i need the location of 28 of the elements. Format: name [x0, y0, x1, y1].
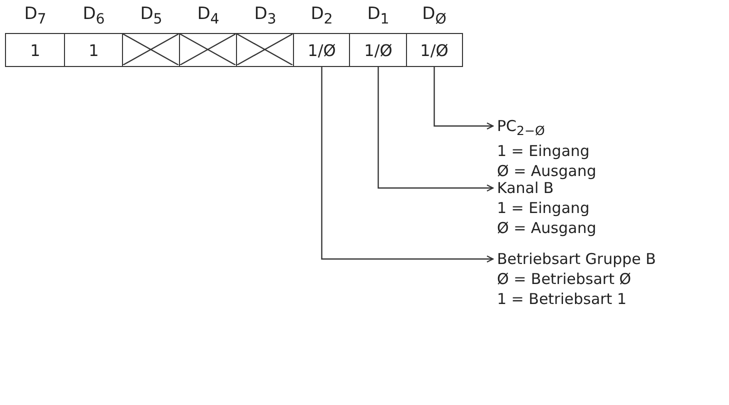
bit-cell: 1/Ø [293, 33, 350, 67]
value-description: Ø = Ausgang [497, 161, 596, 181]
value-description: Ø = Ausgang [497, 218, 596, 238]
value-description: 1 = Eingang [497, 198, 590, 218]
bit-label: D$_{4}$ [196, 4, 220, 28]
bit-label: D$_{1}$ [366, 4, 390, 28]
value-description: 1 = Betriebsart 1 [497, 289, 626, 309]
bit-label: D$_{7}$ [23, 4, 48, 28]
unused-bit-cell [179, 33, 238, 67]
bit-label: D$_{5}$ [139, 4, 164, 28]
arrow [378, 67, 494, 192]
arrow [321, 67, 494, 263]
unused-bit-cell [236, 33, 294, 67]
field-title: Kanal B [497, 179, 554, 198]
bit-cell: 1 [5, 33, 66, 67]
field-title: PC$_{2−Ø}$ [497, 116, 545, 140]
bit-label: D$_{6}$ [82, 4, 106, 28]
arrow [434, 67, 494, 130]
bit-cell: 1 [64, 33, 124, 67]
value-description: 1 = Eingang [497, 141, 590, 161]
bit-cell: 1/Ø [406, 33, 462, 67]
value-description: Ø = Betriebsart Ø [497, 269, 632, 289]
bit-label: D$_{3}$ [253, 4, 278, 28]
bit-label: D$_{2}$ [310, 4, 334, 28]
unused-bit-cell [122, 33, 180, 67]
bit-cell: 1/Ø [349, 33, 408, 67]
field-title: Betriebsart Gruppe B [497, 249, 656, 269]
bit-label: D$_{Ø}$ [421, 4, 448, 28]
